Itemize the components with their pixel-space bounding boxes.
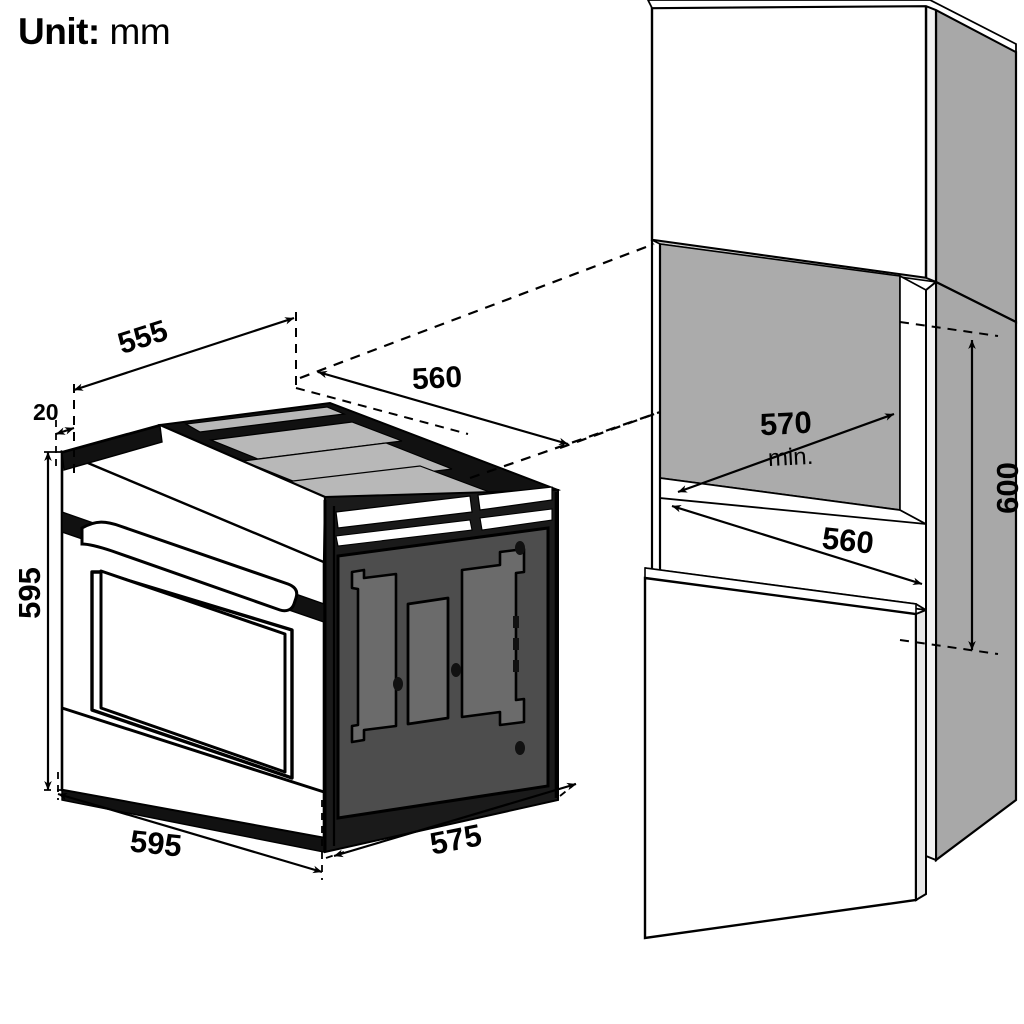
oven-top-depth-line	[73, 316, 295, 392]
cabinet-upper-top-edge	[646, 0, 1017, 54]
insert-depth-line	[317, 370, 569, 446]
oven-depth-ext-right	[559, 779, 581, 797]
recess-height-ext-bottom	[899, 639, 999, 655]
oven-panel-cutout-left	[350, 568, 398, 744]
oven-panel-screw-2	[451, 663, 461, 677]
oven-depth-line	[333, 782, 577, 858]
dim-label-recess-width: 570	[759, 404, 813, 443]
unit-title-value: mm	[109, 11, 171, 52]
oven-side-top-rail-3	[335, 519, 473, 547]
oven-panel-vent-slot-2	[513, 638, 519, 650]
cabinet-upper-front-face	[650, 4, 928, 280]
oven-side-top-rail	[335, 495, 473, 529]
oven-door-window-inner	[99, 569, 287, 774]
oven-side-top-rail-4	[479, 508, 553, 531]
dim-label-oven-top-offset: 20	[33, 399, 59, 425]
oven-door-handle	[80, 520, 299, 613]
oven-panel-cutout-mid	[406, 596, 450, 726]
cabinet-lower-side-panel	[934, 280, 1018, 863]
page-title: Unit: mm	[18, 11, 171, 53]
cabinet-assembly	[643, 0, 1018, 940]
recess-width-line	[677, 412, 895, 494]
oven-panel-vent-slot-1	[513, 616, 519, 628]
recess-depth-line	[671, 504, 923, 586]
oven-door-bottom-split	[61, 706, 325, 794]
cabinet-lower-front-face	[643, 576, 918, 940]
oven-panel-vent-slot-3	[513, 660, 519, 672]
oven-vent-strip-3	[240, 442, 453, 488]
unit-title-prefix: Unit:	[18, 11, 100, 52]
dim-label-oven-width: 595	[128, 823, 184, 864]
oven-side-top-rail-2	[477, 486, 553, 511]
cabinet-recess-right-wall	[899, 274, 927, 526]
oven-panel-cutout-right	[460, 547, 526, 727]
oven-assembly	[58, 401, 562, 854]
dim-label-oven-height: 595	[12, 567, 47, 619]
oven-panel-screw-4	[515, 741, 525, 755]
oven-panel-screw-1	[393, 677, 403, 691]
dim-label-insert-depth: 560	[411, 360, 463, 397]
cabinet-lower-front-side-band	[915, 608, 927, 902]
dim-label-recess-depth: 560	[820, 520, 876, 561]
dimension-lines	[44, 242, 999, 880]
dim-label-recess-height: 600	[990, 462, 1024, 514]
oven-width-line	[57, 792, 323, 874]
cabinet-upper-edge-band	[924, 4, 938, 284]
oven-depth-ext-left	[325, 851, 345, 859]
oven-panel-screw-3	[515, 541, 525, 555]
oven-control-strip	[61, 425, 163, 471]
recess-height-ext-top	[899, 321, 999, 337]
cabinet-lower-edge-band	[925, 279, 937, 862]
cabinet-upper-side-panel	[934, 8, 1018, 324]
dim-label-recess-width-sub: min.	[767, 442, 814, 473]
oven-top-offset-line	[55, 427, 75, 435]
insert-leader-top	[299, 242, 655, 380]
